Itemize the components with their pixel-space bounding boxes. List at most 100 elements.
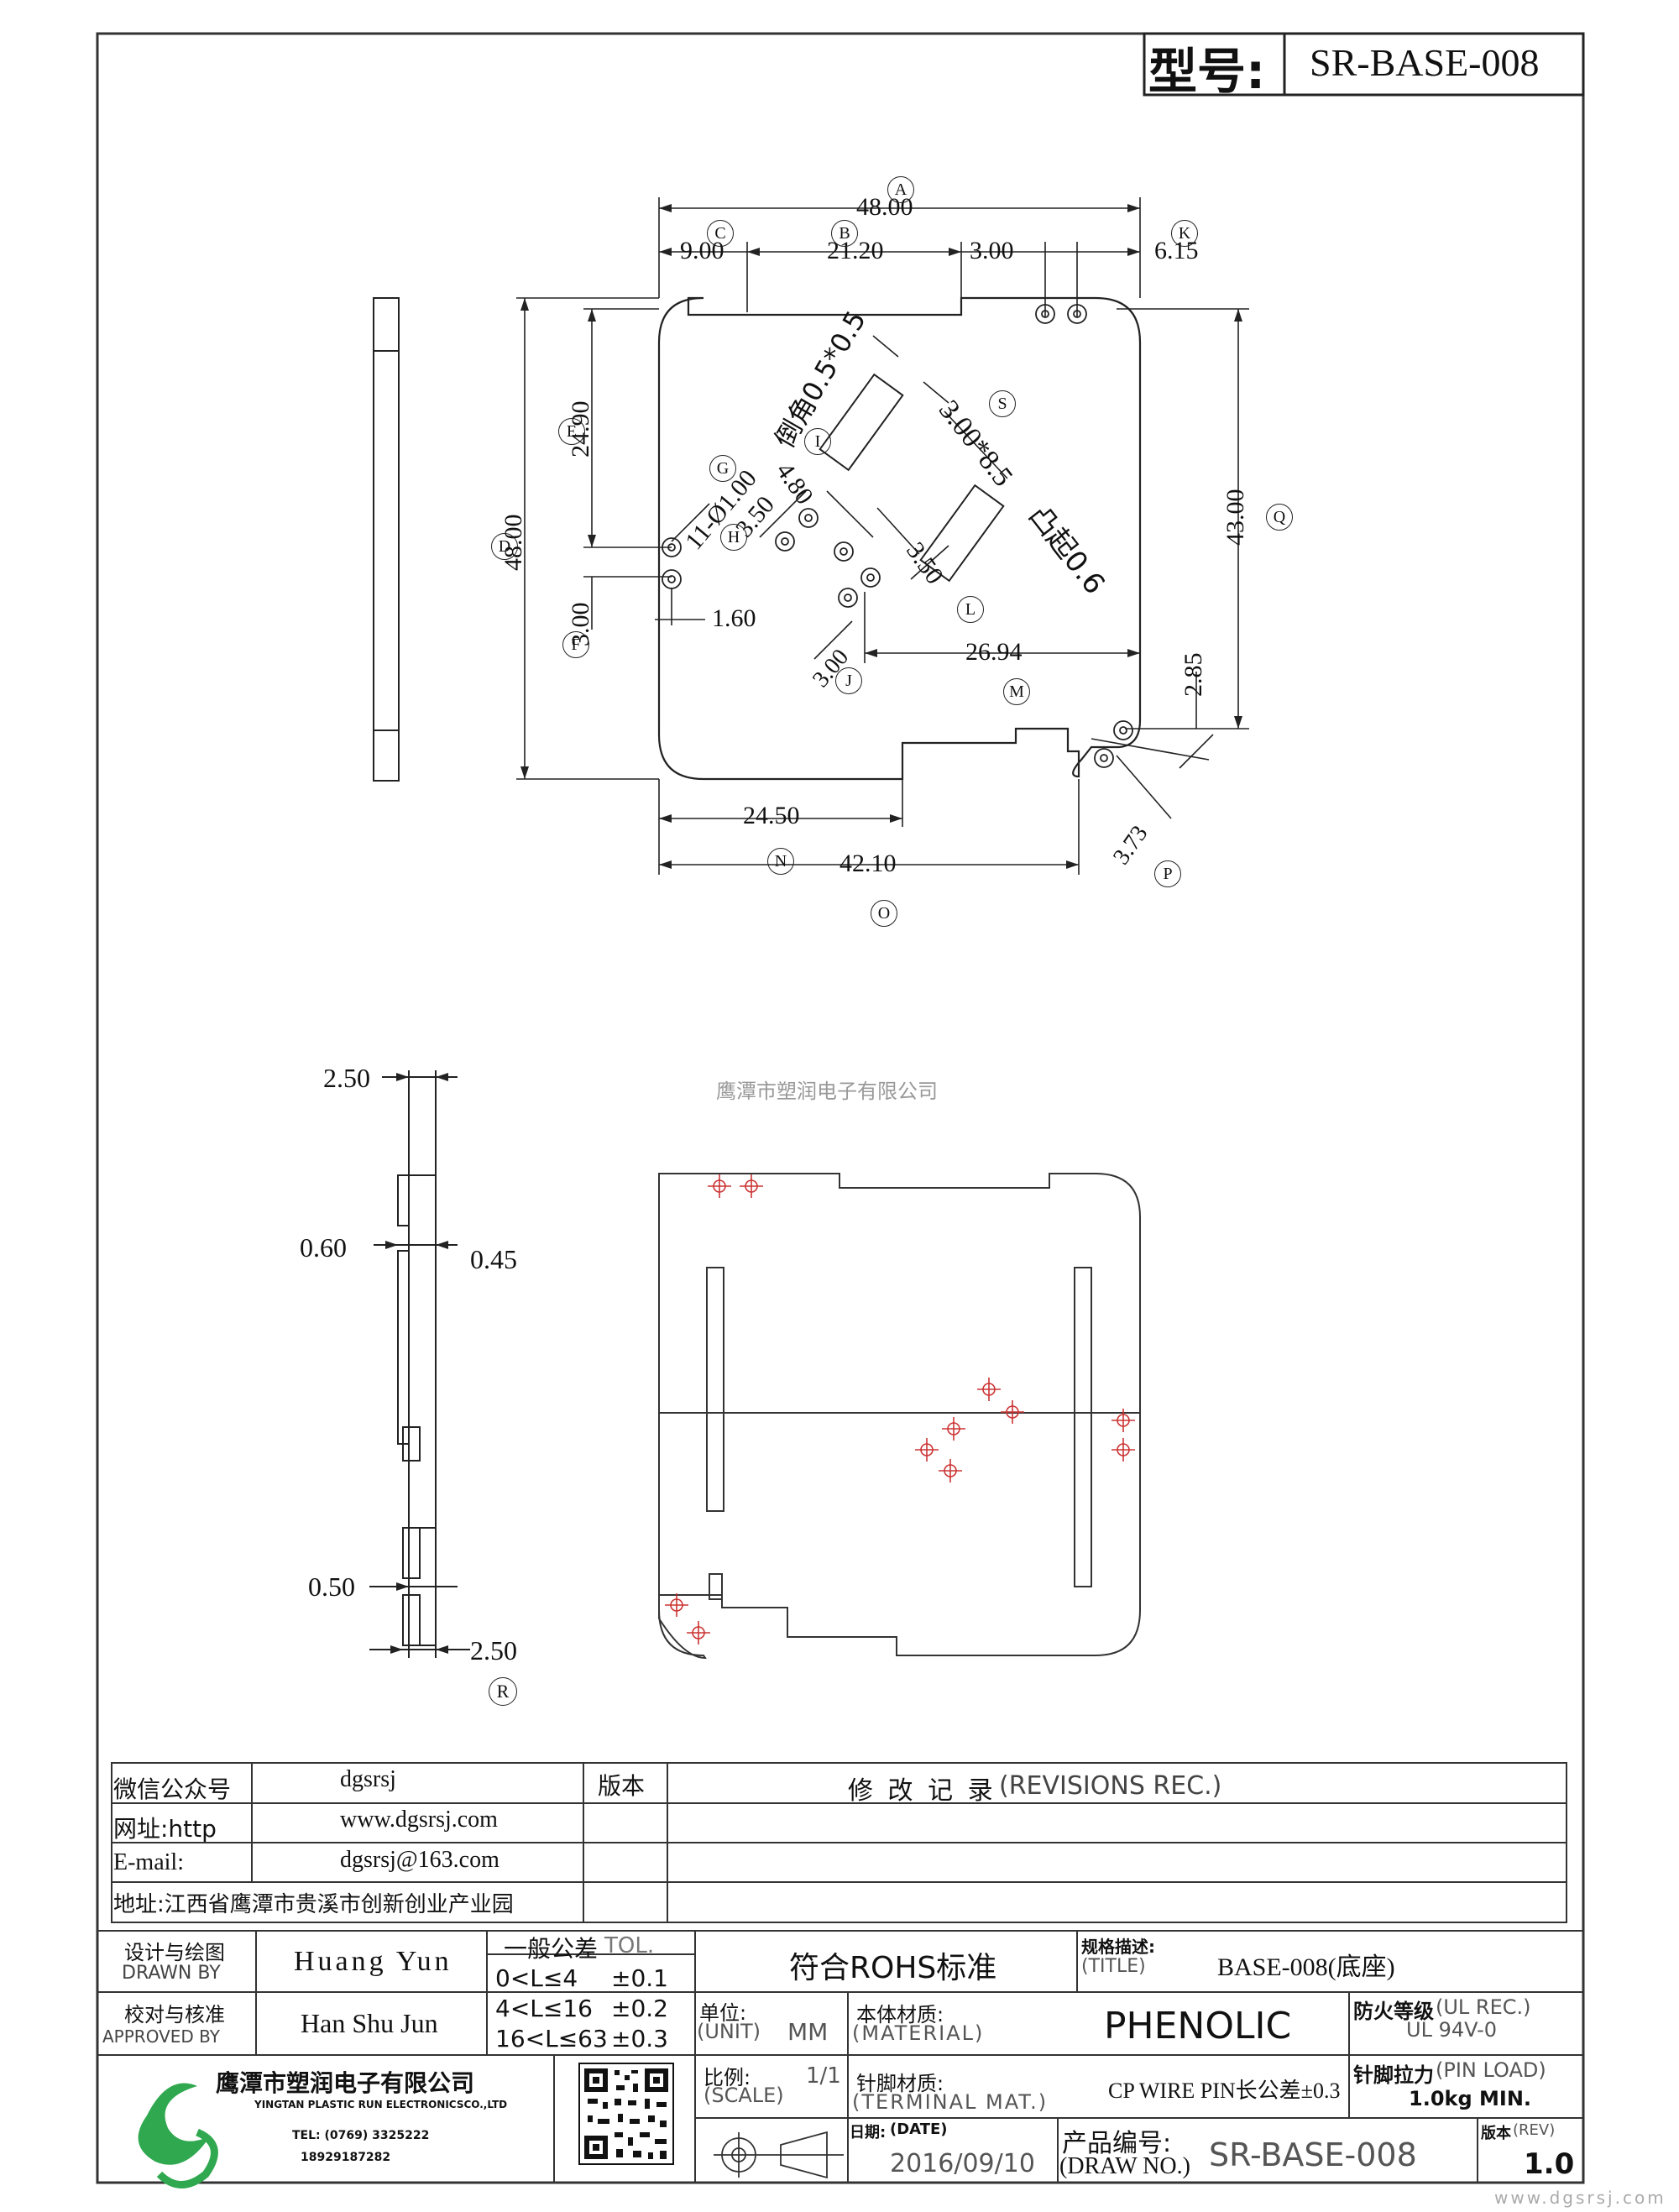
model-value: SR-BASE-008	[1310, 41, 1540, 84]
drawno-value: SR-BASE-008	[1209, 2136, 1417, 2173]
email-value[interactable]: dgsrsj@163.com	[340, 1847, 500, 1873]
watermark: 鹰潭市塑润电子有限公司	[716, 1080, 938, 1103]
terminal-cn: 针脚材质:	[856, 2072, 944, 2095]
side-dim-a: 0.60	[300, 1232, 347, 1263]
dim-O: 42.10	[840, 850, 897, 877]
drawno-cn: 产品编号:	[1062, 2129, 1172, 2158]
terminal-en: (TERMINAL MAT.)	[852, 2090, 1049, 2114]
letter-J: J	[835, 667, 862, 694]
tol-range: 4<L≤16	[495, 1995, 593, 2022]
letter-N: N	[767, 848, 794, 875]
web-value[interactable]: www.dgsrsj.com	[340, 1807, 498, 1833]
tol-range: 0<L≤4	[495, 1964, 578, 1992]
tol-en: TOL.	[604, 1933, 655, 1958]
top-view-pins	[662, 304, 1133, 768]
date-en: (DATE)	[890, 2120, 948, 2138]
approved-name: Han Shu Jun	[301, 2008, 438, 2038]
dim-N: 24.50	[743, 802, 800, 829]
letter-E: E	[558, 418, 585, 445]
scale-en: (SCALE)	[704, 2084, 784, 2107]
letter-H: H	[720, 524, 747, 551]
company-logo	[138, 2083, 218, 2188]
footer-watermark: www.dgsrsj.com	[1494, 2188, 1666, 2208]
email-label: E-mail:	[113, 1849, 184, 1875]
dim-M: 26.94	[965, 638, 1023, 666]
date-value: 2016/09/10	[890, 2149, 1035, 2178]
rohs: 符合ROHS标准	[789, 1951, 997, 1985]
wechat-label: 微信公众号	[113, 1775, 232, 1803]
rev-value: 1.0	[1524, 2147, 1575, 2181]
side-view-arrows	[385, 1073, 448, 1654]
terminal-value: CP WIRE PIN长公差±0.3	[1108, 2079, 1341, 2103]
letter-L: L	[957, 596, 984, 623]
qr-code	[578, 2063, 674, 2165]
letter-C: C	[707, 220, 734, 247]
rev-en: (REV)	[1513, 2121, 1556, 2139]
side-view	[369, 1070, 470, 1658]
edge-view-strip	[373, 297, 400, 782]
letter-S: S	[989, 390, 1016, 417]
dim-F-width: 1.60	[712, 604, 756, 632]
bottom-view-outline	[658, 1173, 1141, 1660]
letter-D: D	[491, 533, 518, 560]
revisions-title-cn: 修 改 记 录	[848, 1776, 996, 1806]
letter-F: F	[562, 631, 589, 658]
pin-load-value: 1.0kg MIN.	[1409, 2087, 1532, 2110]
dim-gap: 3.00	[970, 237, 1014, 264]
letter-G: G	[709, 455, 736, 482]
top-view-outline	[657, 296, 1142, 781]
projection-symbol	[714, 2131, 844, 2179]
tol-value: ±0.3	[611, 2025, 668, 2053]
drawno-en: (DRAW NO.)	[1059, 2153, 1190, 2179]
pin-load-cn: 针脚拉力	[1353, 2063, 1434, 2087]
tol-cn: 一般公差	[504, 1935, 599, 1963]
bottom-view-pins	[665, 1174, 1135, 1645]
revisions-title-en: (REVISIONS REC.)	[999, 1771, 1222, 1801]
side-dim-top: 2.50	[323, 1063, 370, 1093]
date-cn: 日期:	[850, 2124, 887, 2141]
tol-value: ±0.2	[611, 1995, 668, 2022]
letter-P: P	[1154, 860, 1181, 887]
top-view-slots	[819, 373, 1005, 583]
pin-load-en: (PIN LOAD)	[1436, 2058, 1546, 2082]
letter-O: O	[871, 900, 897, 927]
company-name-cn: 鹰潭市塑润电子有限公司	[216, 2069, 475, 2097]
title-en: (TITLE)	[1081, 1956, 1146, 1977]
rev-cn: 版本	[1481, 2125, 1511, 2142]
drawn-name: Huang Yun	[294, 1946, 452, 1977]
tol-range: 16<L≤63	[495, 2025, 608, 2053]
scale-cn: 比例:	[704, 2066, 751, 2089]
unit-value: MM	[787, 2018, 829, 2046]
title-cn: 规格描述:	[1081, 1937, 1155, 1957]
address: 地址:江西省鹰潭市贵溪市创新创业产业园	[113, 1892, 514, 1917]
info-table-grid	[111, 1762, 1567, 1923]
company-tel: TEL: (0769) 3325222	[292, 2129, 430, 2142]
unit-cn: 单位:	[699, 2001, 747, 2025]
drawn-en: DRAWN BY	[122, 1963, 221, 1984]
material-value: PHENOLIC	[1104, 2005, 1292, 2047]
tol-value: ±0.1	[611, 1964, 668, 1992]
letter-A: A	[887, 176, 914, 203]
unit-en: (UNIT)	[697, 2020, 761, 2043]
fire-cn: 防火等级	[1353, 2000, 1434, 2023]
letter-M: M	[1003, 678, 1030, 705]
drawn-cn: 设计与绘图	[124, 1941, 225, 1964]
approved-cn: 校对与核准	[124, 2003, 225, 2026]
model-box	[1143, 32, 1585, 97]
letter-B: B	[831, 220, 858, 247]
dim-Q: 43.00	[1221, 489, 1249, 546]
company-name-en: YINGTAN PLASTIC RUN ELECTRONICSCO.,LTD	[254, 2099, 508, 2110]
fire-value: UL 94V-0	[1406, 2018, 1498, 2042]
side-dim-c: 0.50	[308, 1571, 355, 1602]
material-cn: 本体材质:	[856, 2003, 944, 2026]
scale-value: 1/1	[806, 2063, 841, 2089]
title-value: BASE-008(底座)	[1217, 1953, 1395, 1981]
letter-K: K	[1171, 220, 1198, 247]
letter-Q: Q	[1266, 504, 1293, 531]
wechat-value: dgsrsj	[340, 1766, 396, 1792]
letter-I: I	[804, 428, 831, 455]
side-dim-b: 0.45	[470, 1244, 517, 1274]
side-dim-bottom: 2.50	[470, 1635, 517, 1666]
dim-m-height: 2.85	[1179, 652, 1207, 698]
